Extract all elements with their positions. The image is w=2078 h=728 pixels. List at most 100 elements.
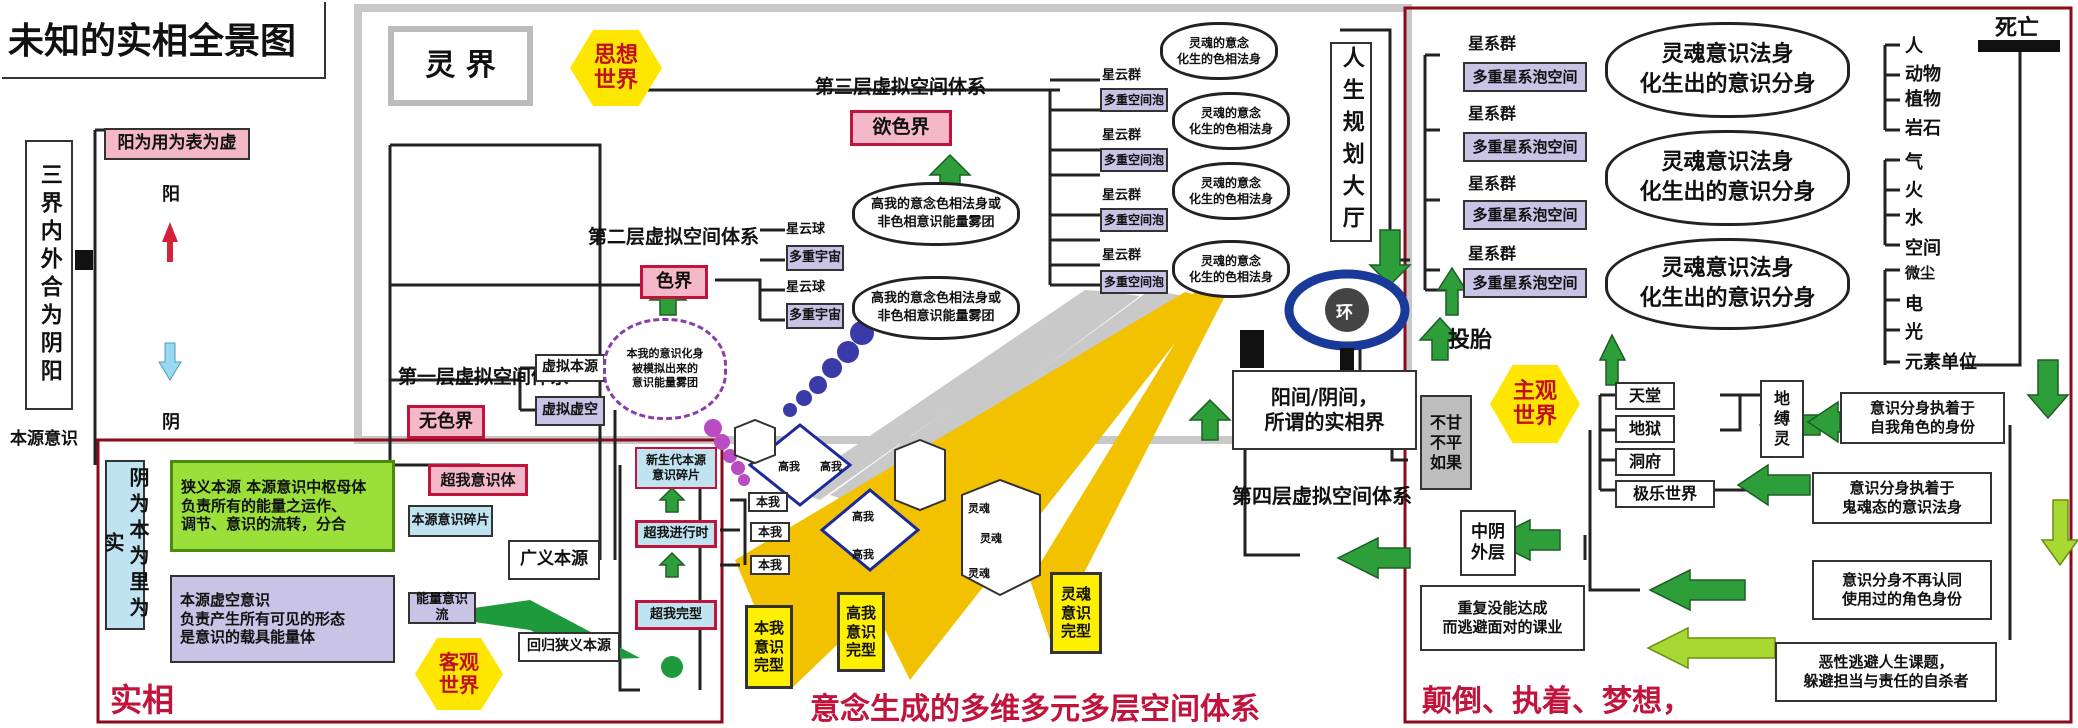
- yellow-beam: [870, 292, 1212, 680]
- soul-cloud-small-2: 灵魂的意念 化生的色相法身: [1172, 92, 1290, 150]
- grey-beam: [790, 290, 1115, 500]
- list3-item-2: 光: [1905, 322, 1923, 343]
- nebula-group-1: 星云群: [1102, 68, 1142, 83]
- super-self-entity: 超我意识体: [428, 464, 528, 496]
- blue-down-arrow: [158, 342, 182, 381]
- yin-yang-vertical-label: 三界内外合为阴阳: [25, 140, 73, 410]
- void-consciousness-box: 本源虚空意识 负责产生所有可见的形态 是意识的载具能量体: [170, 575, 395, 663]
- realm-paradise: 极乐世界: [1615, 480, 1715, 508]
- yellow-beam: [735, 292, 1200, 690]
- right-caption: 颠倒、执着、梦想，: [1422, 684, 1692, 719]
- reincarnate-label: 投胎: [1448, 328, 1493, 353]
- soul-text-2: 灵魂: [980, 532, 1002, 545]
- yang-label: 阳: [162, 184, 180, 205]
- virtual-void: 虚拟虚空: [535, 396, 605, 426]
- soul-avatar-cloud-3: 灵魂意识法身 化生出的意识分身: [1605, 238, 1850, 330]
- self-complete-box: 本我 意识 完型: [745, 605, 793, 689]
- repeat-lesson-box: 重复没能达成 而逃避面对的课业: [1420, 585, 1585, 651]
- yang-yin-realm: 阳间/阴间， 所谓的实相界: [1232, 370, 1417, 450]
- multi-space-bubble-2: 多重空间泡: [1100, 148, 1168, 172]
- yang-box: 阳为用为表为虚: [104, 128, 250, 160]
- spirit-realm-label: 灵 界: [388, 26, 533, 106]
- self-box-1: 本我: [748, 492, 788, 512]
- yin-vertical-label: 阴为本为里为实: [101, 460, 150, 630]
- page-title: 未知的实相全景图: [8, 21, 297, 62]
- second-layer-label: 第二层虚拟空间体系: [588, 226, 760, 248]
- soul-cloud-small-1: 灵魂的意念 化生的色相法身: [1160, 22, 1278, 80]
- virtual-source: 虚拟本源: [535, 354, 605, 382]
- list2-item-2: 水: [1905, 208, 1923, 229]
- middle-yin-box: 中阴 外层: [1460, 510, 1516, 576]
- green-dot: [661, 656, 683, 678]
- source-fragment-box: 本源意识碎片: [408, 505, 493, 537]
- list3-item-1: 电: [1905, 294, 1923, 315]
- soul-text-1: 灵魂: [968, 502, 990, 515]
- return-source-box: 回归狭义本源: [518, 632, 620, 662]
- nebula-group-2: 星云群: [1102, 128, 1142, 143]
- multiverse-2: 多重宇宙: [786, 303, 844, 329]
- realm-heaven: 天堂: [1615, 382, 1675, 410]
- self-box-2: 本我: [750, 522, 790, 542]
- galaxy-group-3: 星系群: [1468, 174, 1517, 193]
- earthbound-spirit: 地 缚 灵: [1760, 380, 1804, 458]
- list3-item-0: 微尘: [1905, 264, 1936, 282]
- broad-source-box: 广义本源: [508, 540, 600, 580]
- yellow-beam: [1030, 294, 1225, 640]
- death-bar: [1978, 40, 2060, 52]
- galaxy-bubble-1: 多重星系泡空间: [1463, 62, 1587, 92]
- suicide-box: 恶性逃避人生课题， 躲避担当与责任的自杀者: [1775, 642, 1997, 702]
- center-caption: 意念生成的多维多元多层空间体系: [810, 692, 1260, 727]
- life-planning-hall: 人生规划大厅: [1330, 42, 1372, 242]
- title-frame: [2, 2, 326, 79]
- source-consciousness-label: 本源意识: [10, 429, 78, 449]
- soul-cloud-small-3: 灵魂的意念 化生的色相法身: [1172, 162, 1290, 220]
- super-self-progress: 超我进行时: [635, 520, 717, 548]
- list2-item-3: 空间: [1905, 238, 1941, 259]
- high-self-text-1: 高我: [778, 460, 800, 473]
- nebula-group-4: 星云群: [1102, 248, 1142, 263]
- self-avatar-cloud: 本我的意识化身 被模拟出来的 意识能量雾团: [603, 318, 727, 420]
- realm-cave: 洞府: [1615, 448, 1675, 476]
- multi-space-bubble-4: 多重空间泡: [1100, 270, 1168, 294]
- multi-space-bubble-3: 多重空间泡: [1100, 208, 1168, 232]
- list1-item-1: 动物: [1905, 64, 1941, 85]
- ring-label: 环: [1336, 303, 1353, 323]
- first-layer-label: 第一层虚拟空间体系: [398, 366, 570, 388]
- galaxy-group-1: 星系群: [1468, 34, 1517, 53]
- fourth-layer-label: 第四层虚拟空间体系: [1232, 484, 1412, 508]
- high-self-text-4: 高我: [852, 548, 874, 561]
- list2-item-0: 气: [1905, 152, 1923, 173]
- galaxy-bubble-3: 多重星系泡空间: [1463, 200, 1587, 230]
- multiverse-1: 多重宇宙: [786, 245, 844, 271]
- soul-complete-box: 灵魂 意识 完型: [1050, 572, 1102, 654]
- attach-role-identity: 意识分身执着于 自我角色的身份: [1840, 392, 2005, 444]
- galaxy-group-4: 星系群: [1468, 244, 1517, 263]
- new-gen-fragment: 新生代本源 意识碎片: [635, 447, 717, 489]
- galaxy-bubble-4: 多重星系泡空间: [1463, 268, 1587, 298]
- reality-frame: [96, 438, 724, 724]
- reject-role-identity: 意识分身不再认同 使用过的角色身份: [1812, 560, 1992, 620]
- nebula-ball-2: 星云球: [786, 280, 826, 295]
- attach-ghost-body: 意识分身执着于 鬼魂态的意识法身: [1812, 472, 1992, 524]
- galaxy-group-2: 星系群: [1468, 104, 1517, 123]
- high-self-cloud-2: 高我的意念色相法身或 非色相意识能量雾团: [852, 276, 1020, 340]
- list1-item-2: 植物: [1905, 89, 1941, 110]
- multi-space-bubble-1: 多重空间泡: [1100, 88, 1168, 112]
- yin-label: 阴: [162, 412, 180, 433]
- red-up-arrow: [162, 222, 178, 262]
- nebula-group-3: 星云群: [1102, 188, 1142, 203]
- right-frame: [1403, 6, 2073, 724]
- formless-realm: 无色界: [407, 405, 485, 439]
- third-layer-label: 第三层虚拟空间体系: [815, 76, 987, 98]
- high-self-complete-box: 高我 意识 完型: [837, 592, 885, 672]
- nebula-ball-1: 星云球: [786, 222, 826, 237]
- desire-realm: 欲色界: [850, 110, 952, 146]
- self-box-3: 本我: [750, 555, 790, 575]
- galaxy-bubble-2: 多重星系泡空间: [1463, 132, 1587, 162]
- soul-avatar-cloud-2: 灵魂意识法身 化生出的意识分身: [1605, 130, 1850, 226]
- unwilling-box: 不甘 不平 如果: [1420, 395, 1472, 490]
- death-label: 死亡: [1995, 16, 2040, 41]
- super-self-complete: 超我完型: [635, 600, 717, 630]
